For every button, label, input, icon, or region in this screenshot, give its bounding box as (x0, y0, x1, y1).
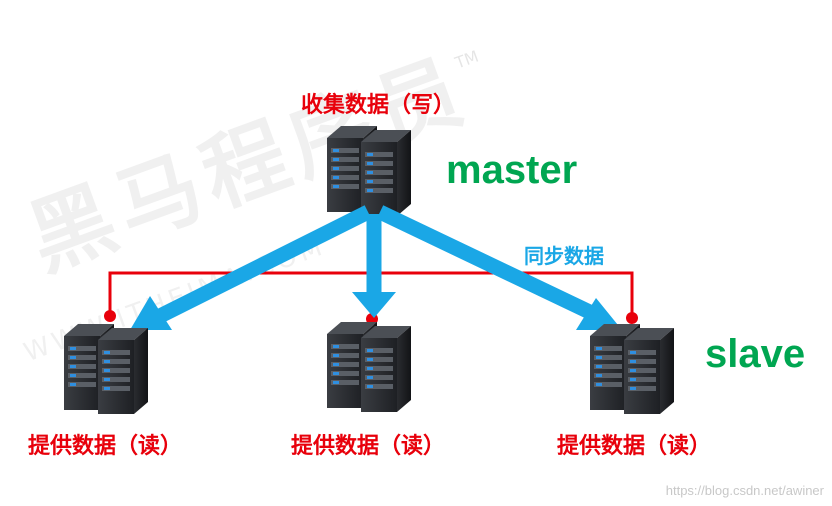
slave-server-mid-icon (327, 322, 411, 412)
slave-server-right-icon (590, 324, 674, 414)
sync-label: 同步数据 (524, 244, 604, 268)
slave-left-role-label: 提供数据（读） (28, 434, 183, 459)
connector-dot-right (626, 312, 638, 324)
slave-server-left-icon (64, 324, 148, 414)
master-server-icon (327, 126, 411, 216)
slave-mid-role-label: 提供数据（读） (291, 434, 446, 459)
source-url-watermark: https://blog.csdn.net/awiner (665, 483, 824, 498)
slave-name-label: slave (705, 332, 806, 376)
slave-right-role-label: 提供数据（读） (557, 434, 712, 459)
replication-arrows (130, 205, 622, 330)
connector-dot-left (104, 310, 116, 322)
master-name-label: master (446, 148, 578, 192)
master-role-label: 收集数据（写） (301, 93, 456, 118)
